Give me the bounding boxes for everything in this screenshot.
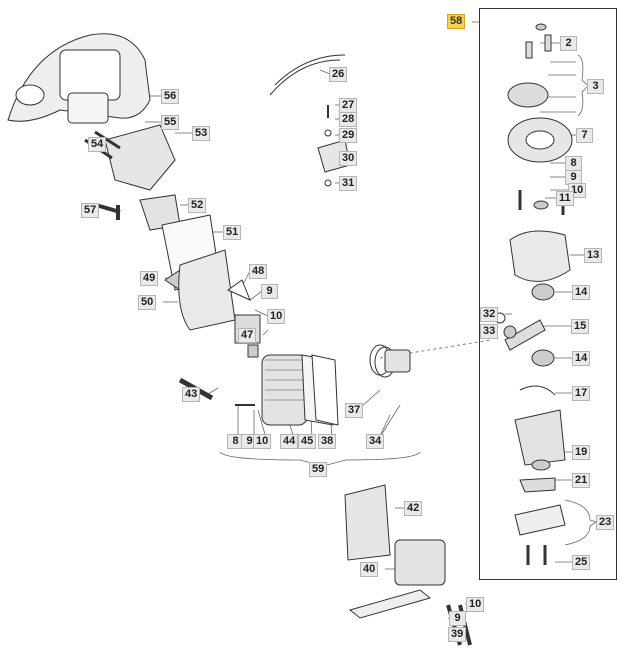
- parts-assembly-58: [494, 23, 573, 565]
- callout-53[interactable]: 53: [192, 126, 211, 141]
- callout-47[interactable]: 47: [238, 328, 257, 343]
- callout-49[interactable]: 49: [140, 271, 159, 286]
- callout-14[interactable]: 14: [572, 285, 591, 300]
- callout-45[interactable]: 45: [298, 434, 317, 449]
- callout-42[interactable]: 42: [404, 501, 423, 516]
- callout-25[interactable]: 25: [572, 555, 591, 570]
- callout-9b[interactable]: 9: [261, 284, 278, 299]
- callout-17[interactable]: 17: [572, 386, 591, 401]
- callout-44[interactable]: 44: [280, 434, 299, 449]
- callout-51[interactable]: 51: [223, 225, 242, 240]
- callout-56[interactable]: 56: [161, 89, 180, 104]
- callout-13[interactable]: 13: [584, 248, 603, 263]
- callout-26[interactable]: 26: [329, 67, 348, 82]
- callout-48[interactable]: 48: [249, 264, 268, 279]
- callout-52[interactable]: 52: [188, 198, 207, 213]
- callout-9[interactable]: 9: [565, 170, 582, 185]
- callout-15[interactable]: 15: [571, 319, 590, 334]
- callout-31[interactable]: 31: [339, 176, 358, 191]
- callout-9d[interactable]: 9: [449, 611, 466, 626]
- callout-43[interactable]: 43: [182, 387, 201, 402]
- assembly-58-frame: [479, 8, 617, 580]
- callout-14b[interactable]: 14: [572, 351, 591, 366]
- callout-28[interactable]: 28: [339, 112, 358, 127]
- callout-58[interactable]: 58: [447, 14, 466, 29]
- callout-7[interactable]: 7: [576, 128, 593, 143]
- callout-34[interactable]: 34: [366, 434, 385, 449]
- callout-55[interactable]: 55: [161, 115, 180, 130]
- callout-3[interactable]: 3: [587, 79, 604, 94]
- callout-57[interactable]: 57: [81, 203, 100, 218]
- callout-21[interactable]: 21: [572, 473, 591, 488]
- callout-38[interactable]: 38: [318, 434, 337, 449]
- callout-39[interactable]: 39: [448, 627, 467, 642]
- callout-8[interactable]: 8: [565, 156, 582, 171]
- callout-54[interactable]: 54: [88, 137, 107, 152]
- callout-32[interactable]: 32: [480, 307, 499, 322]
- callout-2[interactable]: 2: [560, 36, 577, 51]
- callout-59[interactable]: 59: [309, 462, 328, 477]
- callout-40[interactable]: 40: [360, 562, 379, 577]
- callout-50[interactable]: 50: [138, 295, 157, 310]
- callout-19[interactable]: 19: [572, 445, 591, 460]
- callout-10d[interactable]: 10: [466, 597, 485, 612]
- callout-33[interactable]: 33: [480, 324, 499, 339]
- callout-30[interactable]: 30: [339, 151, 358, 166]
- callout-23[interactable]: 23: [596, 515, 615, 530]
- callout-10b[interactable]: 10: [267, 309, 286, 324]
- callout-29[interactable]: 29: [339, 128, 358, 143]
- callout-11[interactable]: 11: [556, 191, 574, 206]
- callout-37[interactable]: 37: [345, 403, 364, 418]
- callout-10c[interactable]: 10: [253, 434, 272, 449]
- callout-27[interactable]: 27: [339, 98, 358, 113]
